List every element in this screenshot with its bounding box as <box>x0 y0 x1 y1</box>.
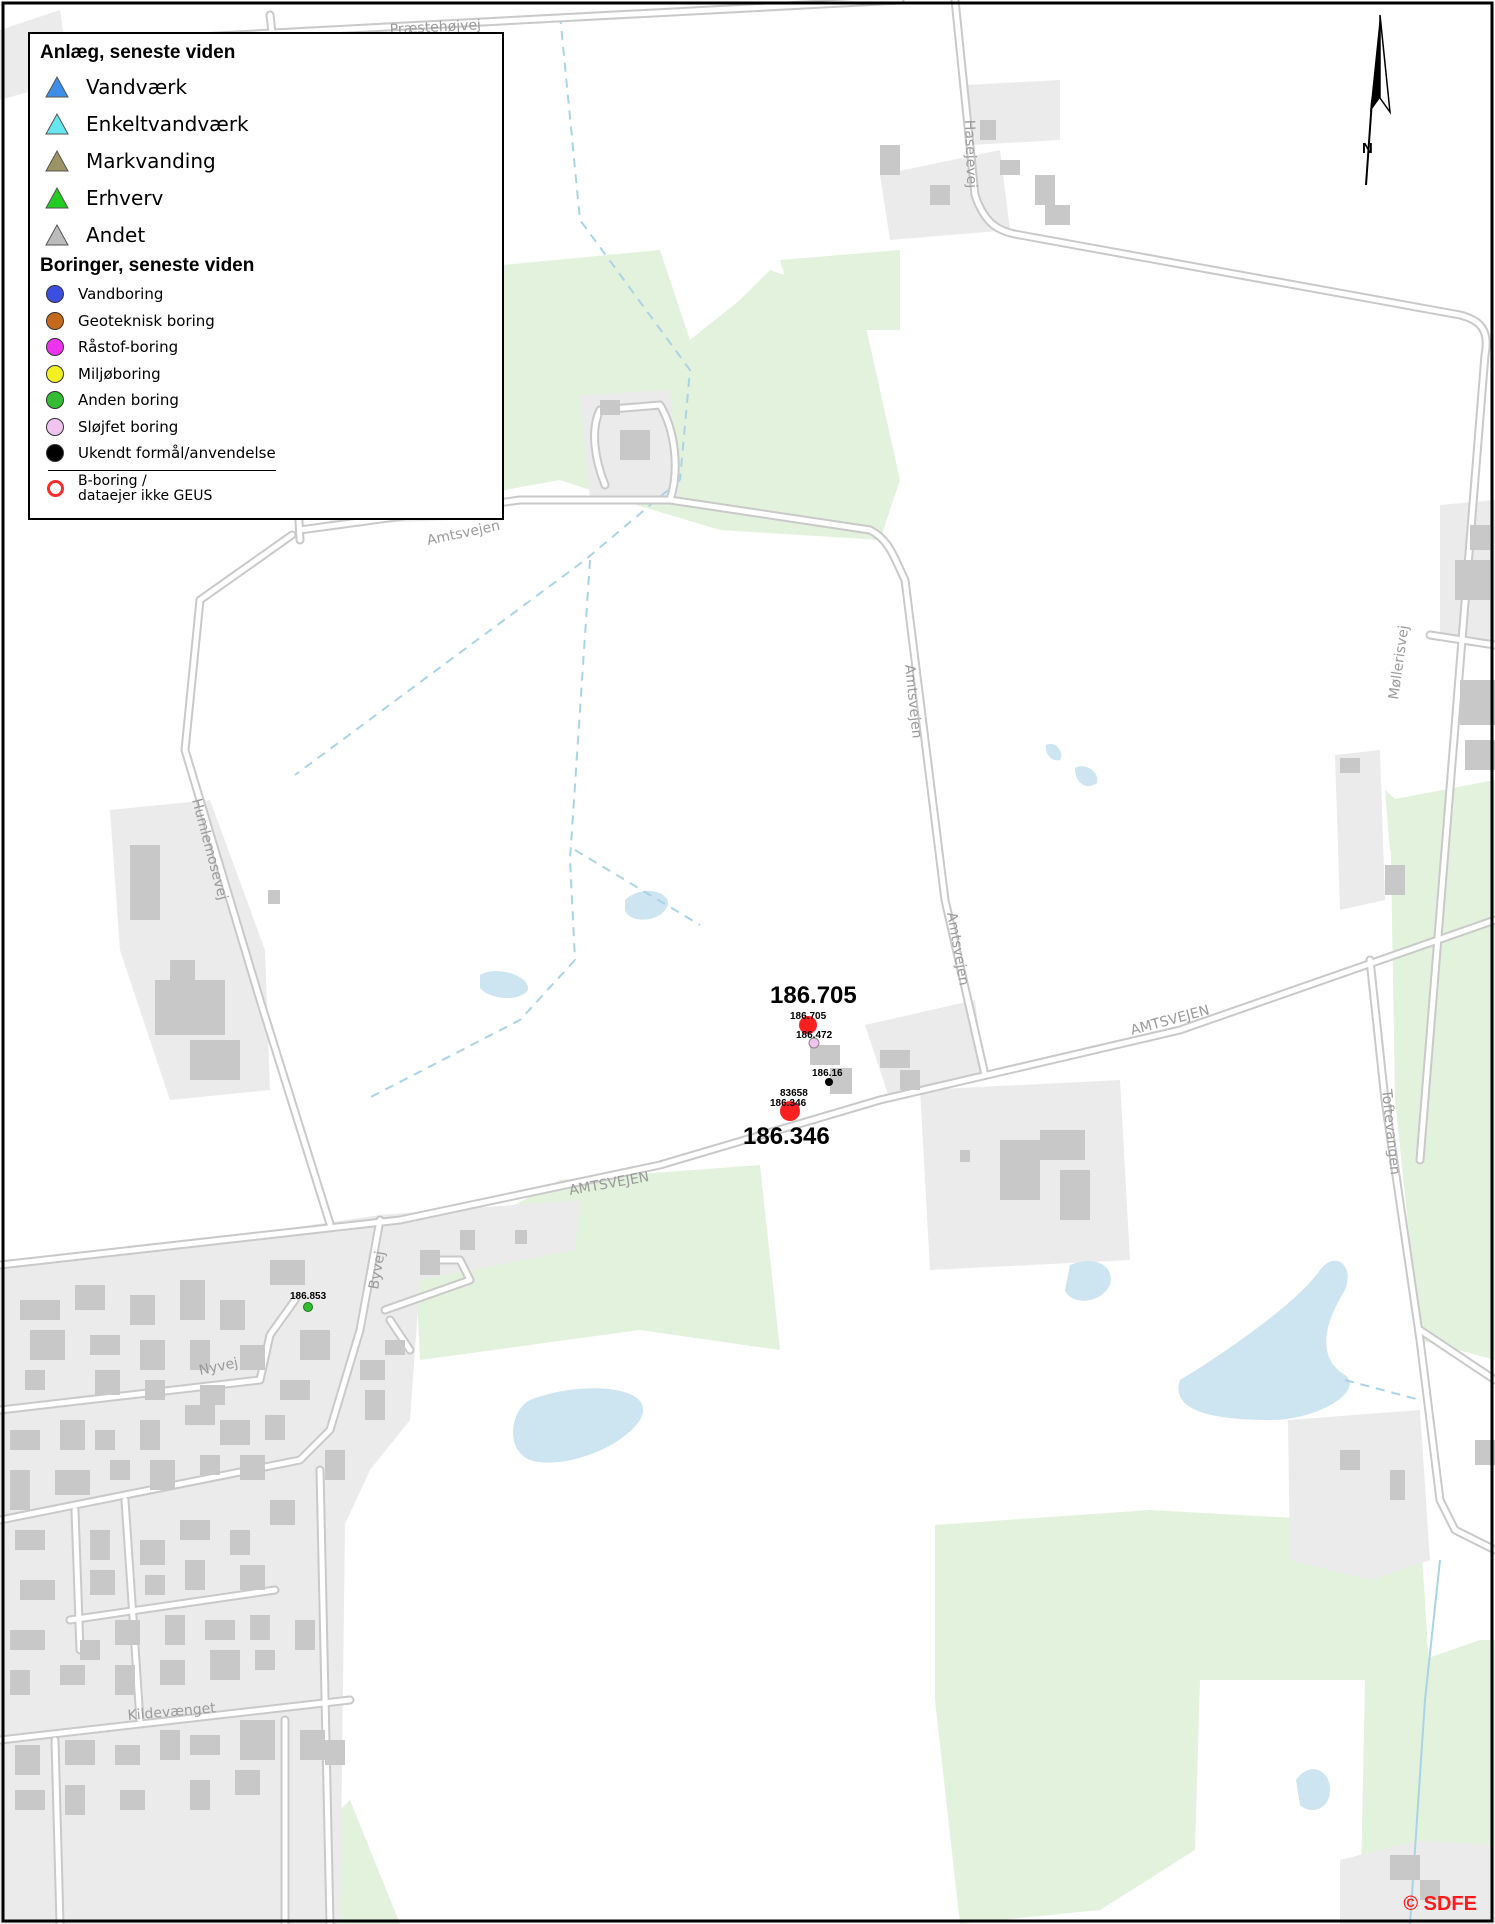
road-label-amtsvejen-mid: Amtsvejen <box>901 664 925 740</box>
circle-icon <box>46 311 64 330</box>
legend-item-anlaeg: Erhverv <box>40 179 492 216</box>
legend-divider <box>48 469 276 471</box>
circle-icon <box>46 364 64 383</box>
circle-icon <box>46 391 64 410</box>
borehole-186-705[interactable] <box>799 1016 817 1034</box>
legend-item-boring: Råstof-boring <box>40 334 492 361</box>
legend-item-anlaeg: Enkeltvandværk <box>40 105 492 142</box>
circle-icon <box>46 417 64 436</box>
legend-item-boring: Geoteknisk boring <box>40 308 492 335</box>
water-bodies <box>480 743 1350 1810</box>
point-label-186-346-big: 186.346 <box>743 1123 830 1150</box>
borehole-186-853[interactable] <box>303 1302 313 1312</box>
borehole-186-16[interactable] <box>825 1078 833 1086</box>
ring-icon <box>46 479 64 497</box>
triangle-icon <box>45 223 69 245</box>
road-label-hasejevej: Hasejevej <box>961 120 979 189</box>
triangle-icon <box>45 75 69 97</box>
legend-label-vandvaerk: Vandværk <box>86 74 188 99</box>
north-arrow-icon: N <box>1362 14 1392 186</box>
map-legend: Anlæg, seneste viden Vandværk Enkeltvand… <box>28 32 504 520</box>
triangle-icon <box>45 112 69 134</box>
legend-label-markvanding: Markvanding <box>86 148 216 173</box>
legend-label-b-boring-line1: B-boring / <box>78 472 147 489</box>
legend-anlaeg-list: Vandværk Enkeltvandværk Markvanding Erhv… <box>40 68 492 253</box>
legend-label-ukendt-formal: Ukendt formål/anvendelse <box>78 444 276 463</box>
point-label-186-853: 186.853 <box>290 1291 327 1302</box>
legend-label-rastof-boring: Råstof-boring <box>78 338 179 357</box>
legend-label-miljoboring: Miljøboring <box>78 364 161 383</box>
legend-title-anlaeg: Anlæg, seneste viden <box>40 42 236 63</box>
point-label-83658: 83658 <box>780 1088 808 1099</box>
legend-item-anlaeg: Markvanding <box>40 142 492 179</box>
point-label-186-472: 186.472 <box>796 1030 833 1041</box>
legend-label-enkeltvandvaerk: Enkeltvandværk <box>86 111 249 136</box>
legend-item-anlaeg: Andet <box>40 216 492 253</box>
legend-label-anden-boring: Anden boring <box>78 391 179 410</box>
point-label-186-346-small: 186.346 <box>770 1098 807 1109</box>
circle-icon <box>46 285 64 304</box>
streams <box>294 14 1421 1401</box>
borehole-186-346[interactable] <box>780 1101 800 1121</box>
circle-icon <box>46 338 64 357</box>
triangle-icon <box>45 186 69 208</box>
legend-label-b-boring: B-boring /dataejer ikke GEUS <box>78 472 213 504</box>
borehole-186-472[interactable] <box>808 1037 820 1049</box>
point-label-186-705-big: 186.705 <box>770 982 857 1009</box>
legend-label-andet: Andet <box>86 222 146 247</box>
legend-title-boringer: Boringer, seneste viden <box>40 255 255 276</box>
legend-item-boring: Ukendt formål/anvendelse <box>40 440 492 467</box>
road-label-byvej: Byvej <box>366 1250 388 1291</box>
legend-item-b-boring: B-boring /dataejer ikke GEUS <box>40 472 492 504</box>
borehole-points <box>303 1016 833 1312</box>
legend-label-slojfet-boring: Sløjfet boring <box>78 417 179 436</box>
legend-item-anlaeg: Vandværk <box>40 68 492 105</box>
point-label-186-705-small: 186.705 <box>790 1011 827 1022</box>
legend-label-vandboring: Vandboring <box>78 285 164 304</box>
stream-toftevangen <box>1409 1559 1441 1924</box>
legend-label-b-boring-line2: dataejer ikke GEUS <box>78 487 213 504</box>
copyright-label: © SDFE <box>1403 1893 1477 1915</box>
legend-label-erhverv: Erhverv <box>86 185 164 210</box>
legend-item-boring: Vandboring <box>40 281 492 308</box>
legend-item-boring: Miljøboring <box>40 361 492 388</box>
legend-item-boring: Anden boring <box>40 387 492 414</box>
buildings <box>10 120 1495 1900</box>
circle-icon <box>46 444 64 463</box>
legend-label-geoteknisk-boring: Geoteknisk boring <box>78 311 215 330</box>
legend-boringer-list: Vandboring Geoteknisk boring Råstof-bori… <box>40 281 492 467</box>
triangle-icon <box>45 149 69 171</box>
point-label-186-16: 186.16 <box>812 1068 843 1079</box>
road-label-kildevaenget: Kildevænget <box>127 1700 217 1724</box>
legend-item-boring: Sløjfet boring <box>40 414 492 441</box>
north-label: N <box>1362 140 1373 157</box>
